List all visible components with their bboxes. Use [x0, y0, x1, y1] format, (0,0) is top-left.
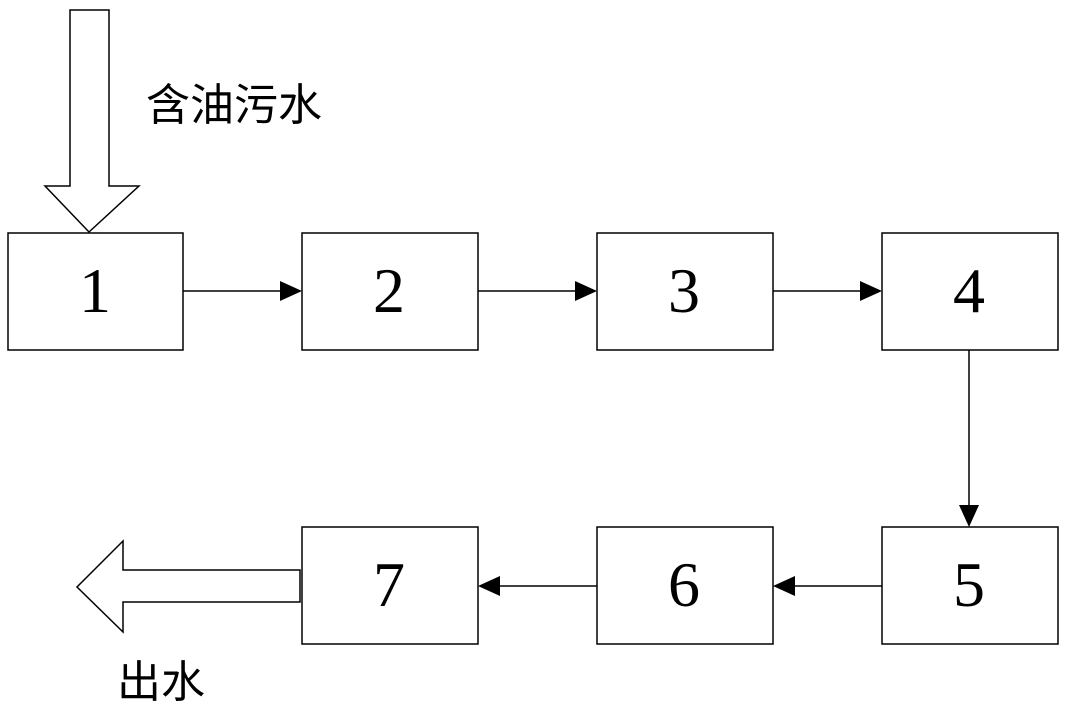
unit-1-label: 1	[79, 255, 111, 326]
unit-5-box	[881, 526, 1059, 645]
unit-3-label: 3	[668, 255, 700, 326]
unit-5-label: 5	[953, 549, 985, 620]
outlet-label: 出水	[117, 657, 205, 708]
unit-4-box	[881, 232, 1059, 351]
inlet-label: 含油污水	[146, 80, 322, 131]
unit-4: 4	[881, 232, 1059, 351]
arrowhead-2-3	[575, 281, 597, 301]
unit-3-box	[596, 232, 774, 351]
arrowhead-5-6	[773, 576, 795, 596]
inlet-arrow	[43, 9, 141, 234]
unit-2: 2	[301, 232, 479, 351]
unit-1: 1	[7, 232, 184, 351]
unit-7-box	[301, 526, 479, 645]
arrowhead-1-2	[280, 281, 302, 301]
unit-2-box	[301, 232, 479, 351]
arrowhead-4-5	[959, 505, 979, 527]
unit-2-label: 2	[373, 255, 405, 326]
unit-6-label: 6	[668, 549, 700, 620]
unit-3: 3	[596, 232, 774, 351]
unit-7: 7	[301, 526, 479, 645]
unit-6: 6	[596, 526, 774, 645]
unit-5: 5	[881, 526, 1059, 645]
unit-1-box	[7, 232, 184, 351]
outlet-arrow	[75, 539, 301, 634]
unit-4-label: 4	[953, 255, 985, 326]
arrowhead-6-7	[478, 576, 500, 596]
unit-7-label: 7	[373, 549, 405, 620]
unit-6-box	[596, 526, 774, 645]
arrowhead-3-4	[860, 281, 882, 301]
